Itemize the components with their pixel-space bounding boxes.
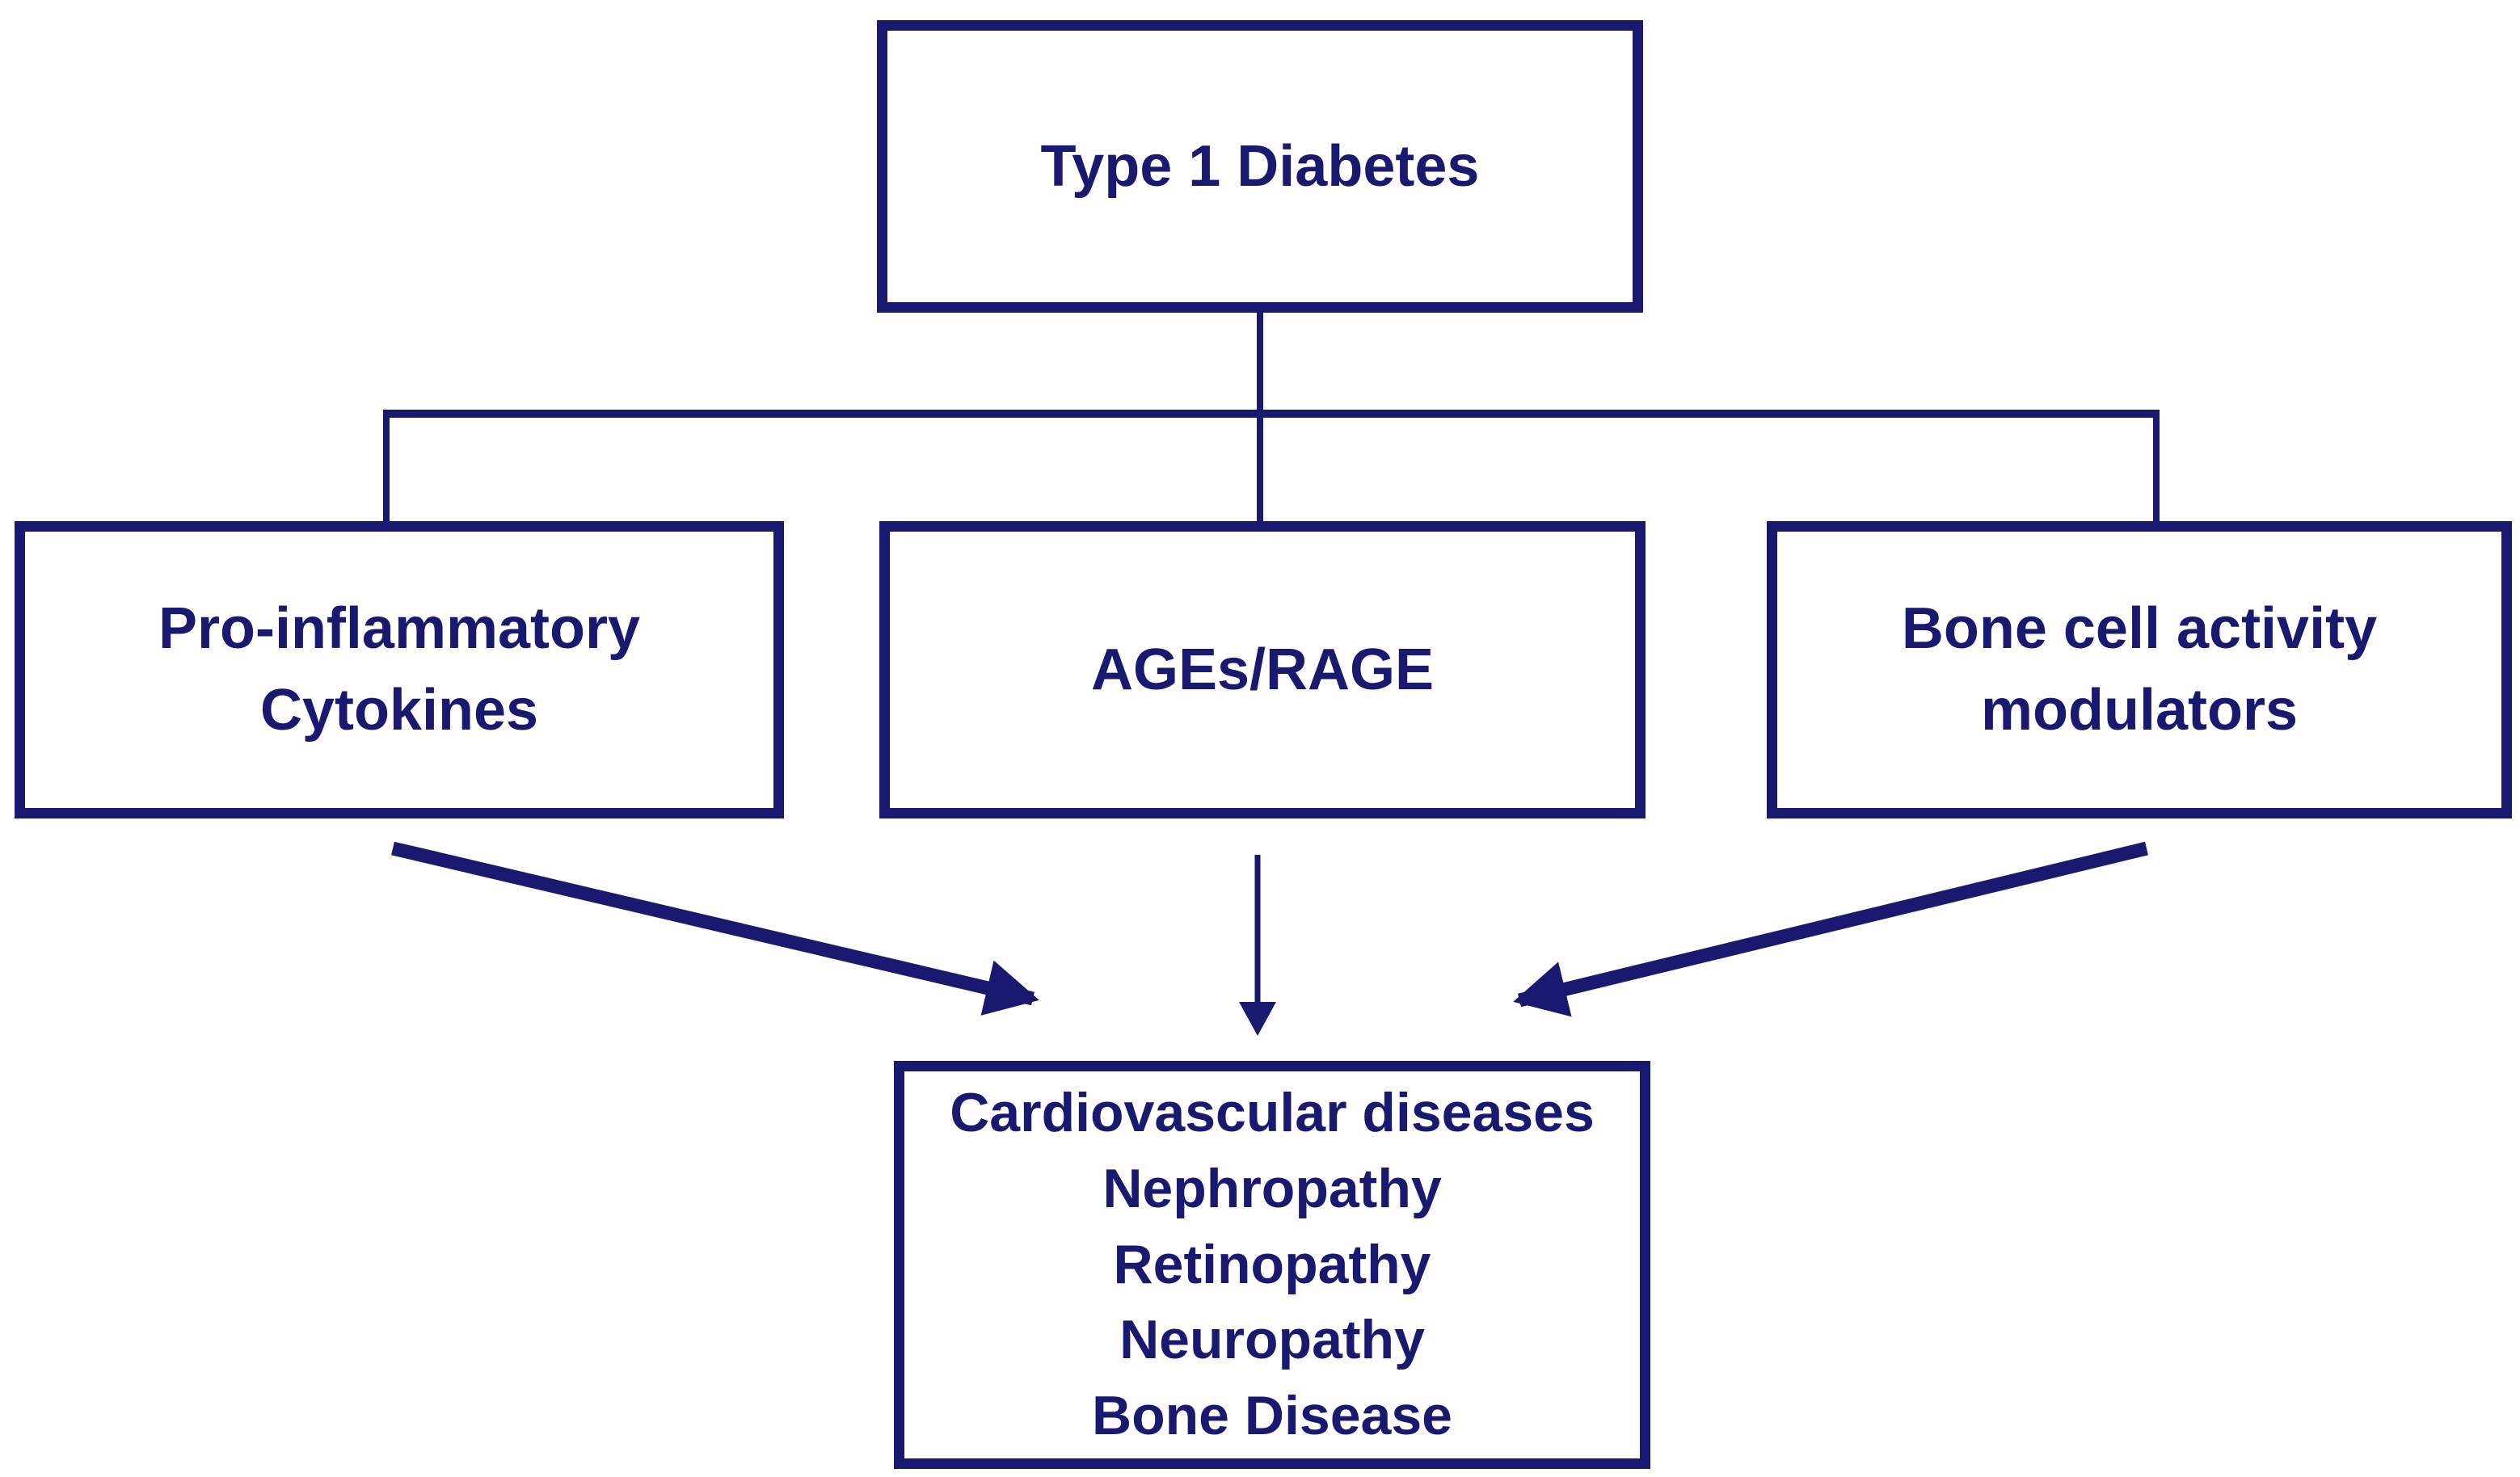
node-ages-rage: AGEs/RAGE [879, 521, 1646, 818]
node-bone-cell-activity-modulators: Bone cell activity modulators [1767, 521, 2512, 818]
node-pro-inflammatory-cytokines: Pro-inflammatory Cytokines [15, 521, 784, 818]
node-complications-line5: Bone Disease [1092, 1385, 1452, 1447]
node-complications: Cardiovascular diseases Nephropathy Reti… [894, 1061, 1650, 1469]
node-ages-rage-label: AGEs/RAGE [1090, 638, 1435, 702]
node-pro-inflammatory-line1: Pro-inflammatory [158, 596, 641, 662]
node-pro-inflammatory-line2: Cytokines [259, 678, 539, 743]
arrow-bonecell-to-complications [1513, 841, 2149, 1017]
node-bone-cell-line2: modulators [1980, 678, 2299, 743]
node-type1-diabetes: Type 1 Diabetes [877, 20, 1643, 313]
arrow-cytokines-to-complications [391, 841, 1039, 1016]
node-complications-line4: Neuropathy [1119, 1309, 1425, 1371]
node-complications-line3: Retinopathy [1113, 1233, 1431, 1295]
node-bone-cell-line1: Bone cell activity [1901, 596, 2378, 662]
node-complications-line2: Nephropathy [1102, 1157, 1442, 1219]
node-type1-diabetes-label: Type 1 Diabetes [1040, 134, 1480, 199]
node-complications-line1: Cardiovascular diseases [950, 1081, 1595, 1143]
